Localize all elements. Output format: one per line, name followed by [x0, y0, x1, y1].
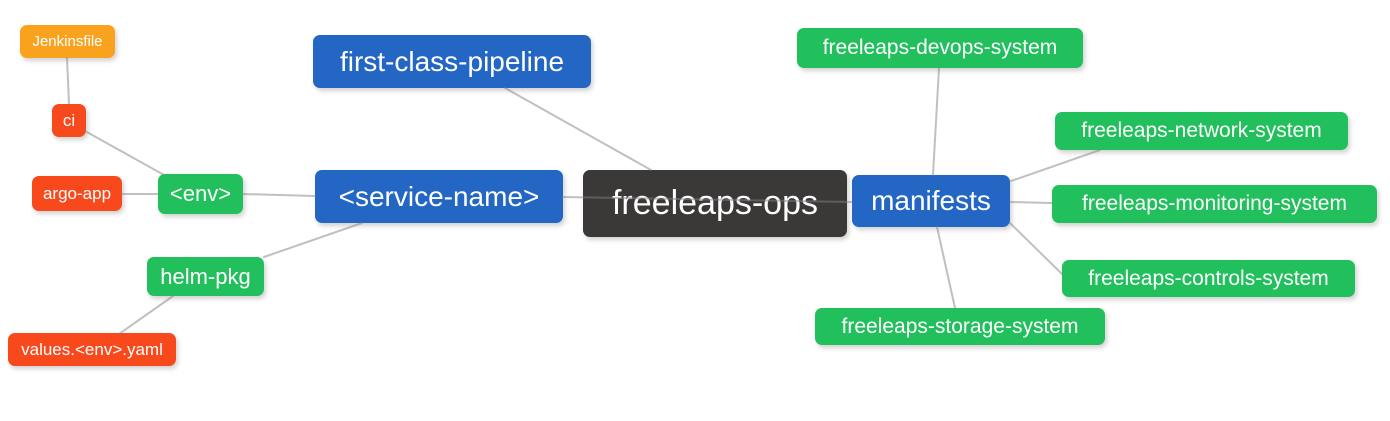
edge-manifests-controls [1009, 222, 1063, 275]
node-freeleaps-network-system[interactable]: freeleaps-network-system [1055, 112, 1348, 150]
node-service-name[interactable]: <service-name> [315, 170, 563, 223]
node-freeleaps-ops-root[interactable]: freeleaps-ops [583, 170, 847, 237]
node-label: values.<env>.yaml [21, 339, 163, 359]
node-label: freeleaps-ops [611, 184, 818, 222]
node-ci[interactable]: ci [52, 104, 86, 137]
node-jenkinsfile[interactable]: Jenkinsfile [20, 25, 115, 58]
node-label: Jenkinsfile [32, 33, 103, 50]
node-env[interactable]: <env> [158, 174, 243, 214]
node-freeleaps-monitoring-system[interactable]: freeleaps-monitoring-system [1052, 185, 1377, 223]
node-label: manifests [871, 185, 991, 216]
node-label: <env> [169, 181, 232, 206]
node-label: helm-pkg [160, 263, 251, 289]
node-label: <service-name> [338, 180, 540, 212]
edge-values-helm-pkg [118, 295, 174, 335]
node-manifests[interactable]: manifests [852, 175, 1010, 227]
node-freeleaps-controls-system[interactable]: freeleaps-controls-system [1062, 260, 1355, 297]
node-freeleaps-devops-system[interactable]: freeleaps-devops-system [797, 28, 1083, 68]
node-first-class-pipeline[interactable]: first-class-pipeline [313, 35, 591, 88]
edge-helm-pkg-service [263, 222, 363, 258]
edge-manifests-devops [932, 67, 940, 176]
node-argo-app[interactable]: argo-app [32, 176, 122, 211]
edge-fcp-root [504, 87, 652, 171]
node-label: freeleaps-controls-system [1088, 266, 1329, 290]
edge-ci-env [84, 130, 165, 176]
node-label: ci [62, 110, 76, 130]
node-label: freeleaps-network-system [1081, 119, 1322, 142]
node-label: freeleaps-monitoring-system [1082, 192, 1347, 215]
edge-manifests-monitoring [1009, 201, 1053, 204]
node-label: first-class-pipeline [339, 45, 565, 77]
node-label: freeleaps-devops-system [822, 36, 1058, 59]
node-label: freeleaps-storage-system [841, 314, 1079, 338]
edge-env-service [242, 193, 316, 197]
node-values-env-yaml[interactable]: values.<env>.yaml [8, 333, 176, 366]
node-helm-pkg[interactable]: helm-pkg [147, 257, 264, 296]
edge-jenkinsfile-ci [66, 57, 70, 105]
edge-manifests-network [1010, 149, 1101, 182]
node-freeleaps-storage-system[interactable]: freeleaps-storage-system [815, 308, 1105, 345]
edge-manifests-storage [936, 226, 956, 309]
node-label: argo-app [42, 183, 112, 203]
